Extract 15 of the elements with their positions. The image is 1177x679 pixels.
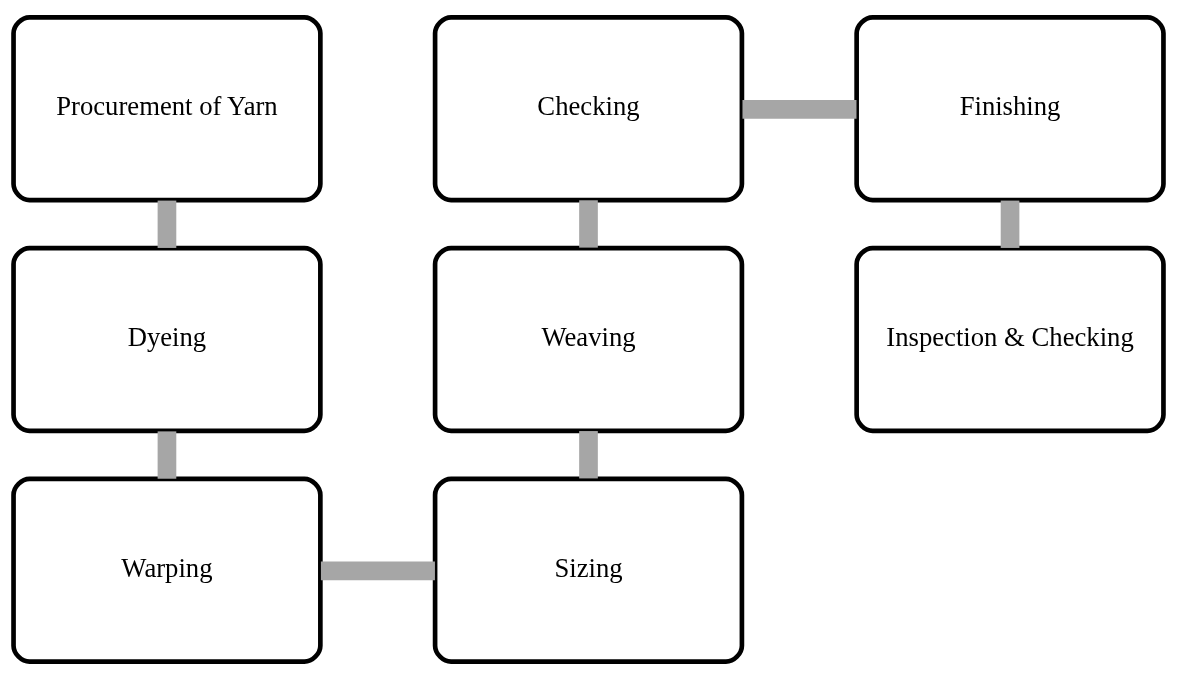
connector	[742, 100, 857, 119]
node-box: Weaving	[432, 245, 745, 434]
node-box: Inspection & Checking	[854, 245, 1166, 434]
node-box: Warping	[11, 476, 323, 664]
node-box: Checking	[432, 15, 745, 203]
node-box: Sizing	[432, 476, 745, 664]
connector	[579, 431, 598, 479]
connector	[1000, 200, 1020, 248]
node-box: Finishing	[854, 15, 1166, 203]
connector	[320, 561, 435, 581]
node-box: Procurement of Yarn	[11, 15, 323, 203]
connector	[157, 200, 177, 248]
connector	[157, 431, 177, 479]
node-box: Dyeing	[11, 245, 323, 434]
connector	[579, 200, 598, 248]
